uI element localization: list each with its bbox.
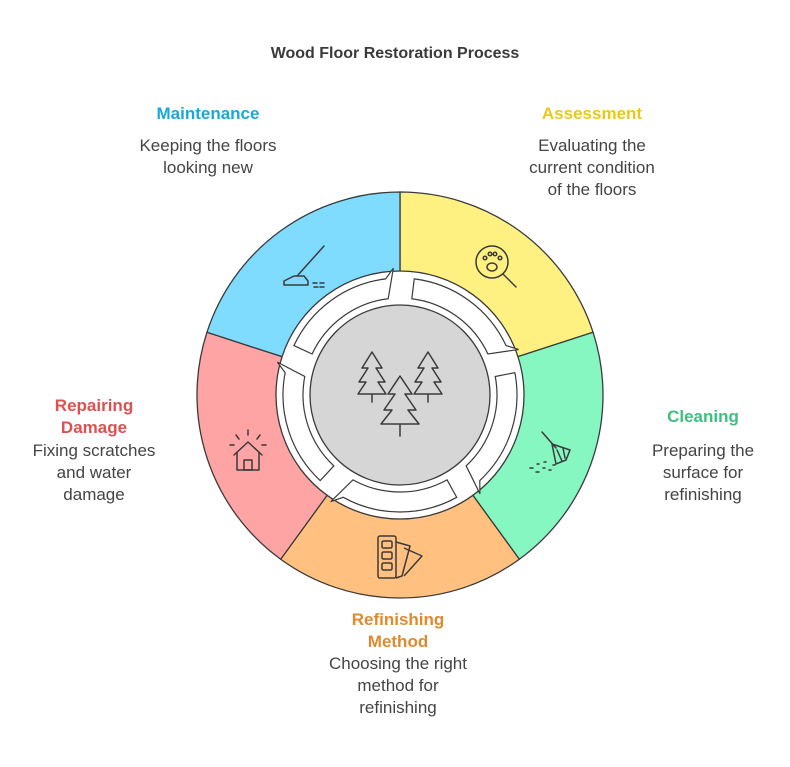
assessment-title: Assessment xyxy=(502,103,682,125)
cleaning-description-line: refinishing xyxy=(664,485,742,504)
refinishing-description-line: method for xyxy=(357,676,439,695)
segment-refinishing xyxy=(279,494,521,599)
assessment-description-line: of the floors xyxy=(547,180,637,199)
maintenance-description-line: looking new xyxy=(163,158,253,177)
maintenance-description-line: Keeping the floors xyxy=(139,136,277,155)
refinishing-title-line: Refinishing xyxy=(351,610,445,629)
flow-arrow-repairing xyxy=(276,361,335,482)
cleaning-title: Cleaning xyxy=(623,406,783,428)
refinishing-description: Choosing the right method for refinishing xyxy=(298,653,498,719)
center-hub xyxy=(309,304,491,486)
cleaning-title-line: Cleaning xyxy=(667,407,739,426)
assessment-description-line: Evaluating the xyxy=(538,136,646,155)
magnifying-glass-paw-icon xyxy=(475,245,517,288)
color-swatch-icon xyxy=(377,535,423,579)
repairing-description-line: Fixing scratches xyxy=(32,441,156,460)
cleaning-description-line: surface for xyxy=(662,463,744,482)
assessment-description: Evaluating the current condition of the fl… xyxy=(502,135,682,201)
flow-arrow-cleaning xyxy=(465,371,518,494)
assessment-title-line: Assessment xyxy=(541,104,643,123)
cleaning-description: Preparing the surface for refinishing xyxy=(623,440,783,506)
maintenance-description: Keeping the floors looking new xyxy=(108,135,308,179)
segment-maintenance xyxy=(206,191,401,358)
cleaning-description-line: Preparing the xyxy=(651,441,755,460)
pine-trees-icon xyxy=(357,351,443,437)
diagram-title: Wood Floor Restoration Process xyxy=(270,45,520,62)
maintenance-title: Maintenance xyxy=(108,103,308,125)
flow-arrow-maintenance xyxy=(293,267,394,355)
house-icon xyxy=(229,429,267,471)
repairing-description-line: damage xyxy=(63,485,125,504)
broom-icon xyxy=(529,431,571,473)
segment-assessment xyxy=(399,191,594,358)
flow-arrow-refinishing xyxy=(330,479,458,513)
maintenance-title-line: Maintenance xyxy=(156,104,260,123)
floor-mop-icon xyxy=(283,245,325,288)
repairing-description: Fixing scratches and water damage xyxy=(4,440,184,506)
refinishing-description-line: refinishing xyxy=(359,698,437,717)
repairing-title-line: Damage xyxy=(60,418,128,437)
segment-cleaning xyxy=(471,331,604,561)
refinishing-title-line: Method xyxy=(367,632,429,651)
flow-arrow-assessment xyxy=(411,278,519,355)
repairing-title-line: Repairing xyxy=(54,396,134,415)
assessment-description-line: current condition xyxy=(529,158,655,177)
refinishing-description-line: Choosing the right xyxy=(329,654,467,673)
repairing-description-line: and water xyxy=(56,463,132,482)
